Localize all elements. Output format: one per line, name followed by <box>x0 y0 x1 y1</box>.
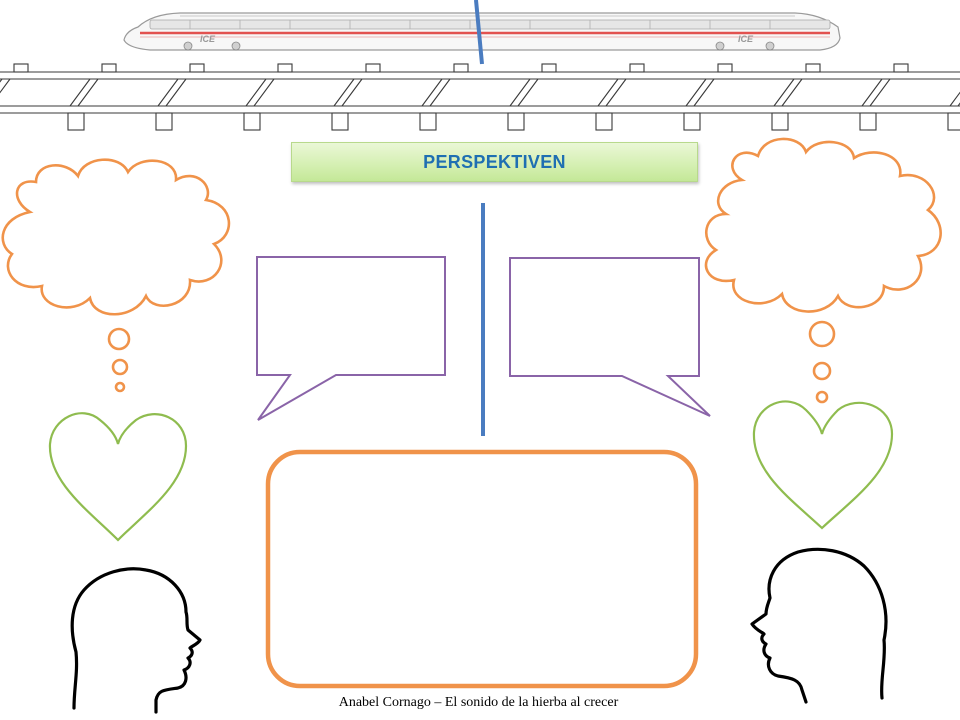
sleeper-block <box>277 63 293 73</box>
sleeper-block <box>453 63 469 73</box>
track-sleeper <box>685 78 715 107</box>
sleeper-block <box>717 63 733 73</box>
sleeper-block <box>67 112 85 131</box>
track-sleeper <box>597 78 627 107</box>
sleeper-block <box>541 63 557 73</box>
track-sleeper <box>509 78 539 107</box>
train-brand-right: ICE <box>738 34 754 44</box>
answer-box[interactable] <box>265 449 699 689</box>
track-sleeper <box>333 78 363 107</box>
sleeper-block <box>243 112 261 131</box>
footer-credit: Anabel Cornago – El sonido de la hierba … <box>0 695 960 711</box>
sleeper-block <box>189 63 205 73</box>
timeline-top-segment <box>474 0 484 65</box>
heart-icon[interactable] <box>752 400 894 530</box>
page-title: PERSPEKTIVEN <box>423 151 566 172</box>
sleeper-block <box>771 112 789 131</box>
sleeper-block <box>331 112 349 131</box>
track-sleeper <box>69 78 99 107</box>
sleeper-block <box>419 112 437 131</box>
person-head-silhouette-icon <box>70 567 202 714</box>
track-sleeper <box>157 78 187 107</box>
high-speed-train-icon: ICE ICE <box>123 12 841 51</box>
sleeper-block <box>893 63 909 73</box>
sleeper-block <box>947 112 960 131</box>
track-sleeper <box>421 78 451 107</box>
heart-icon[interactable] <box>48 412 188 542</box>
speech-bubble-left[interactable] <box>256 256 446 421</box>
sleeper-block <box>595 112 613 131</box>
track-sleeper <box>861 78 891 107</box>
sleeper-block <box>365 63 381 73</box>
sleeper-block <box>683 112 701 131</box>
sleeper-block <box>101 63 117 73</box>
train-brand-left: ICE <box>200 34 216 44</box>
sleeper-block <box>859 112 877 131</box>
sleeper-block <box>13 63 29 73</box>
speech-bubble-right[interactable] <box>509 257 711 417</box>
footer-credit-text: Anabel Cornago – El sonido de la hierba … <box>338 695 619 710</box>
sleeper-block <box>155 112 173 131</box>
track-sleeper <box>0 78 11 94</box>
sleeper-block <box>629 63 645 73</box>
track-sleeper <box>949 91 960 107</box>
track-sleeper <box>245 78 275 107</box>
track-sleeper <box>773 78 803 107</box>
sleeper-block <box>805 63 821 73</box>
title-banner: PERSPEKTIVEN <box>291 142 698 182</box>
person-head-silhouette-icon <box>750 547 888 704</box>
sleeper-block <box>507 112 525 131</box>
thought-cloud-icon[interactable] <box>1 158 231 393</box>
thought-cloud-icon[interactable] <box>704 137 942 404</box>
railway-tracks <box>0 63 960 131</box>
